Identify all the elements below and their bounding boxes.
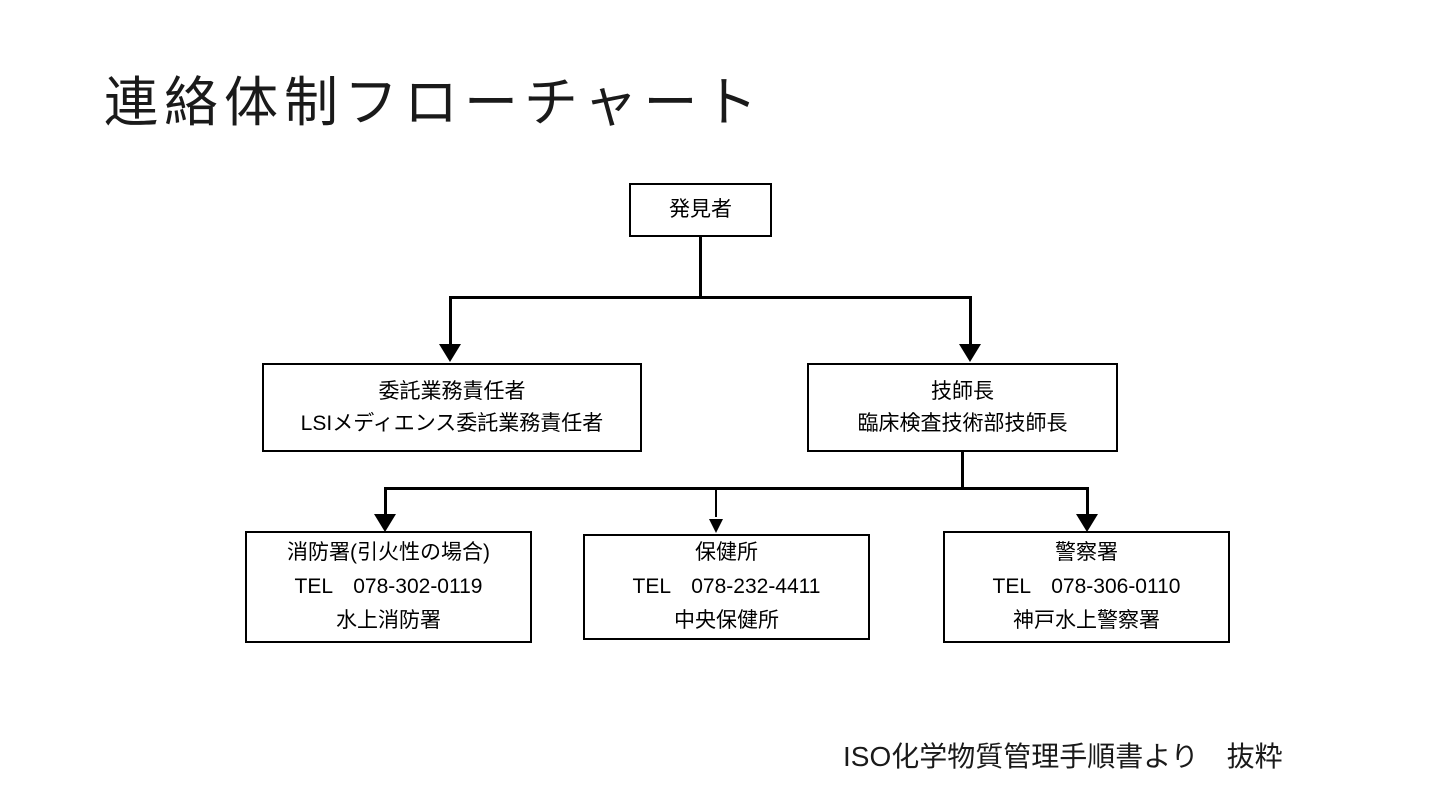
node-health-line-3: 中央保健所 [674, 609, 779, 632]
connector-finder-to-contractor [449, 296, 452, 346]
arrowhead-to-police [1076, 514, 1098, 532]
arrowhead-to-fire [374, 514, 396, 532]
connector-level1-bus [449, 296, 972, 299]
node-fire-line-3: 水上消防署 [336, 609, 441, 632]
node-finder[interactable]: 発見者 [629, 183, 772, 237]
node-police-phone: TEL 078-306-0110 [992, 575, 1181, 598]
node-police-station[interactable]: 警察署 TEL 078-306-0110 神戸水上警察署 [943, 531, 1230, 643]
node-health-center[interactable]: 保健所 TEL 078-232-4411 中央保健所 [583, 534, 870, 640]
arrowhead-to-contractor [439, 344, 461, 362]
node-contractor-line-1: 委託業務責任者 [378, 379, 526, 403]
node-chief-line-1: 技師長 [931, 379, 994, 403]
connector-chief-to-police [1086, 487, 1089, 517]
node-fire-phone: TEL 078-302-0119 [294, 575, 483, 598]
node-chief[interactable]: 技師長 臨床検査技術部技師長 [807, 363, 1118, 452]
node-health-phone: TEL 078-232-4411 [632, 575, 821, 598]
node-contractor-line-2: LSIメディエンス委託業務責任者 [300, 411, 604, 435]
connector-chief-stem [961, 452, 964, 489]
arrowhead-to-health [709, 519, 723, 533]
node-chief-line-2: 臨床検査技術部技師長 [857, 411, 1068, 435]
connector-finder-stem [699, 236, 702, 299]
node-police-line-3: 神戸水上警察署 [1013, 609, 1160, 632]
node-fire-line-1: 消防署(引火性の場合) [287, 541, 490, 564]
node-health-line-1: 保健所 [695, 541, 758, 564]
node-finder-line-1: 発見者 [669, 198, 732, 221]
connector-finder-to-chief [969, 296, 972, 346]
connector-chief-to-fire [384, 487, 387, 517]
node-police-line-1: 警察署 [1055, 541, 1118, 564]
arrowhead-to-chief [959, 344, 981, 362]
node-contractor[interactable]: 委託業務責任者 LSIメディエンス委託業務責任者 [262, 363, 642, 452]
connector-level2-bus [384, 487, 1089, 490]
source-note: ISO化学物質管理手順書より 抜粋 [843, 741, 1283, 772]
page-title: 連絡体制フローチャート [104, 73, 764, 133]
node-fire-department[interactable]: 消防署(引火性の場合) TEL 078-302-0119 水上消防署 [245, 531, 532, 643]
connector-chief-to-health [715, 487, 717, 517]
